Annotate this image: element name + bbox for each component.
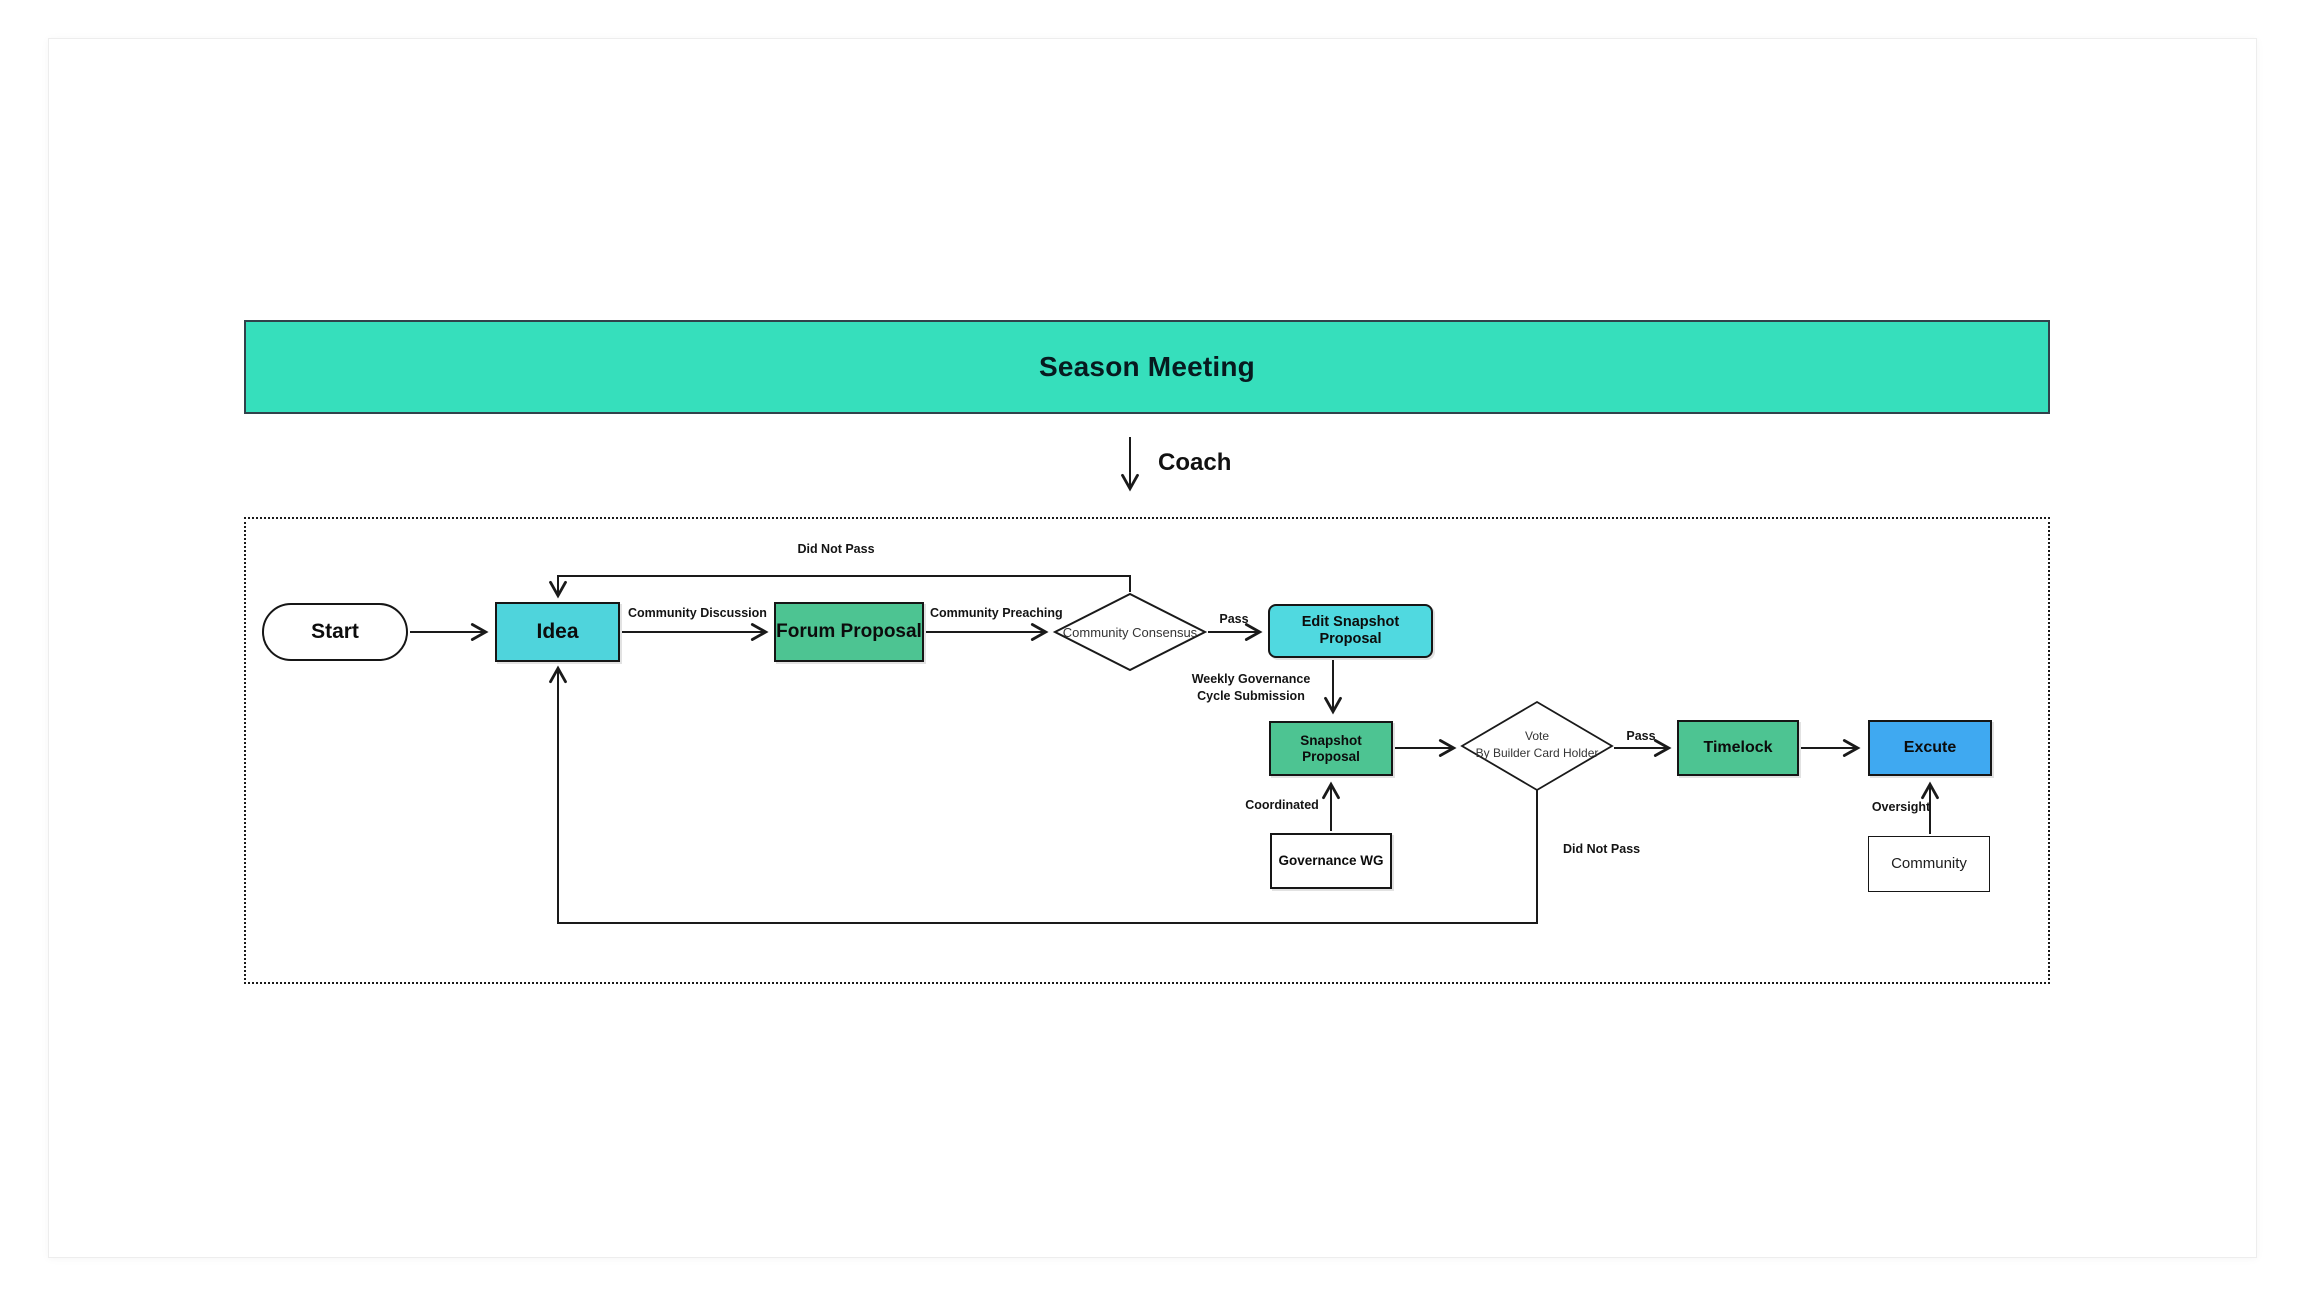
node-community[interactable]: Community — [1868, 836, 1990, 892]
edge-label-community-discussion: Community Discussion — [628, 606, 767, 620]
node-vote-label-line2: By Builder Card Holder — [1475, 746, 1599, 761]
node-snapshot-proposal[interactable]: Snapshot Proposal — [1269, 721, 1393, 776]
edge-label-pass-vote: Pass — [1626, 729, 1656, 743]
node-vote-label: Vote By Builder Card Holder — [1447, 728, 1627, 763]
node-governance-wg-label: Governance WG — [1278, 853, 1384, 869]
edge-label-weekly-governance: Weekly Governance Cycle Submission — [1188, 671, 1314, 705]
node-timelock-label: Timelock — [1703, 738, 1773, 756]
node-forum-proposal[interactable]: Forum Proposal — [774, 602, 924, 662]
node-community-label: Community — [1891, 855, 1967, 873]
edge-label-oversight: Oversight — [1871, 800, 1931, 814]
edge-label-pass-consensus: Pass — [1219, 612, 1249, 626]
edge-label-weekly-governance-line2: Cycle Submission — [1197, 688, 1305, 703]
node-edit-snapshot-proposal-label: Edit Snapshot Proposal — [1301, 614, 1400, 647]
node-idea-label: Idea — [536, 619, 579, 643]
edge-label-did-not-pass-top: Did Not Pass — [797, 542, 875, 556]
banner-title: Season Meeting — [1039, 351, 1255, 382]
season-meeting-banner[interactable]: Season Meeting — [244, 320, 2050, 414]
coach-edge-label: Coach — [1158, 449, 1232, 476]
node-community-consensus-label: Community Consensus — [1062, 625, 1198, 640]
node-forum-proposal-label: Forum Proposal — [776, 621, 922, 643]
node-excute-label: Excute — [1903, 738, 1957, 756]
flow-group-container — [244, 517, 2050, 984]
node-start-label: Start — [311, 619, 359, 643]
node-snapshot-proposal-label: Snapshot Proposal — [1300, 732, 1362, 764]
node-start[interactable]: Start — [262, 603, 408, 661]
edge-label-did-not-pass-bottom: Did Not Pass — [1563, 842, 1641, 856]
node-edit-snapshot-proposal[interactable]: Edit Snapshot Proposal — [1268, 604, 1433, 658]
edge-label-community-preaching: Community Preaching — [930, 606, 1063, 620]
node-excute[interactable]: Excute — [1868, 720, 1992, 776]
node-idea[interactable]: Idea — [495, 602, 620, 662]
edge-label-weekly-governance-line1: Weekly Governance — [1191, 672, 1311, 686]
node-timelock[interactable]: Timelock — [1677, 720, 1799, 776]
edge-label-coordinated: Coordinated — [1245, 798, 1319, 812]
node-vote-label-line1: Vote — [1524, 729, 1550, 743]
node-governance-wg[interactable]: Governance WG — [1270, 833, 1392, 889]
